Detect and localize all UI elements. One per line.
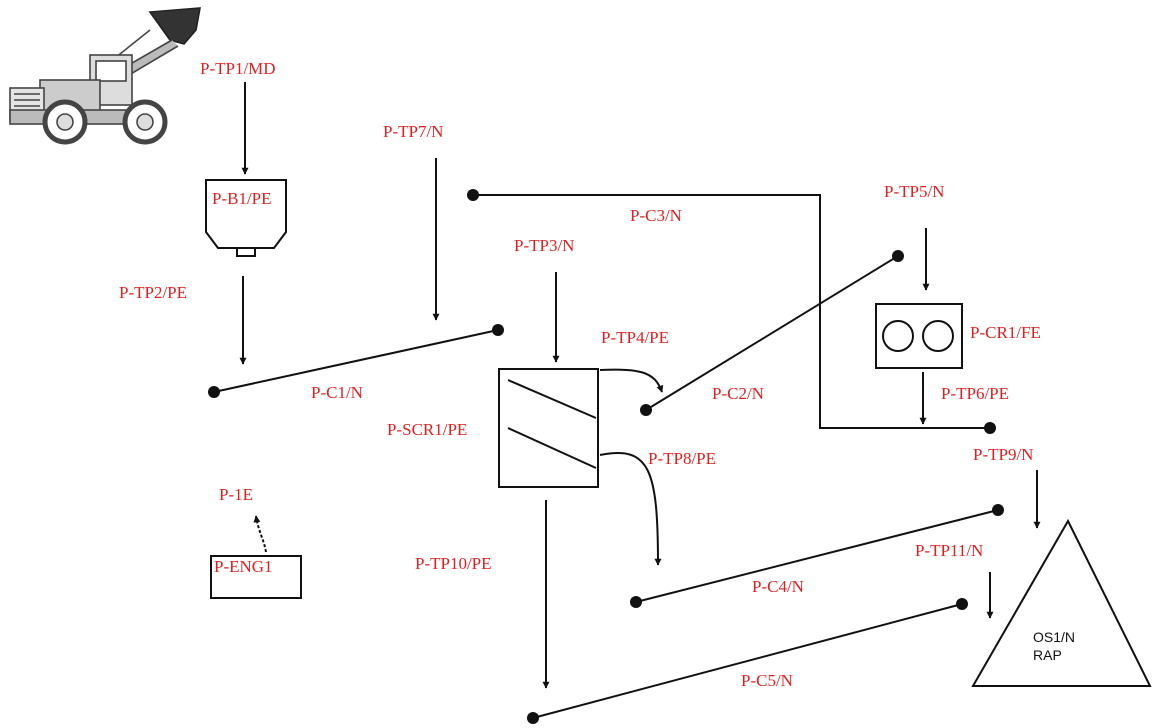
- conveyor-c5-tail: [527, 712, 539, 724]
- conveyor-c5-head: [956, 598, 968, 610]
- conveyor-c1-head: [492, 324, 504, 336]
- label-tp3: P-TP3/N: [514, 236, 574, 255]
- tp4-arrow: [600, 370, 662, 392]
- label-c5: P-C5/N: [741, 671, 793, 690]
- label-c3: P-C3/N: [630, 206, 682, 225]
- label-c1: P-C1/N: [311, 383, 363, 402]
- conveyor-c1-tail: [208, 386, 220, 398]
- conveyor-c2-tail: [640, 404, 652, 416]
- label-b1: P-B1/PE: [212, 189, 272, 208]
- label-tp9: P-TP9/N: [973, 445, 1033, 464]
- label-tp10: P-TP10/PE: [415, 554, 492, 573]
- label-tp2: P-TP2/PE: [119, 283, 187, 302]
- label-c4: P-C4/N: [752, 577, 804, 596]
- label-1e: P-1E: [219, 485, 253, 504]
- conveyor-c5: [533, 604, 962, 718]
- conveyor-c4-head: [992, 504, 1004, 516]
- label-tp4: P-TP4/PE: [601, 328, 669, 347]
- conveyor-c2: [646, 256, 898, 410]
- engine-emission-arrow: [256, 516, 266, 552]
- label-scr1: P-SCR1/PE: [387, 420, 467, 439]
- crusher-roll-left: [883, 321, 913, 351]
- label-tp1: P-TP1/MD: [200, 59, 276, 78]
- bin-b1-outlet: [237, 248, 255, 256]
- front-end-loader-icon: [10, 8, 200, 142]
- conveyor-c2-head: [892, 250, 904, 262]
- label-tp8: P-TP8/PE: [648, 449, 716, 468]
- conveyor-c3-tail: [467, 189, 479, 201]
- conveyor-c4-tail: [630, 596, 642, 608]
- label-tp7: P-TP7/N: [383, 122, 443, 141]
- screen-scr1: [499, 369, 598, 487]
- label-eng1: P-ENG1: [214, 557, 273, 576]
- label-tp5: P-TP5/N: [884, 182, 944, 201]
- crusher-roll-right: [923, 321, 953, 351]
- label-os1: OS1/N: [1033, 629, 1075, 645]
- label-tp6: P-TP6/PE: [941, 384, 1009, 403]
- label-cr1: P-CR1/FE: [970, 323, 1041, 342]
- tp8-arrow: [600, 453, 658, 565]
- conveyor-c3-head: [984, 422, 996, 434]
- label-tp11: P-TP11/N: [915, 541, 983, 560]
- label-rap: RAP: [1033, 647, 1062, 663]
- label-c2: P-C2/N: [712, 384, 764, 403]
